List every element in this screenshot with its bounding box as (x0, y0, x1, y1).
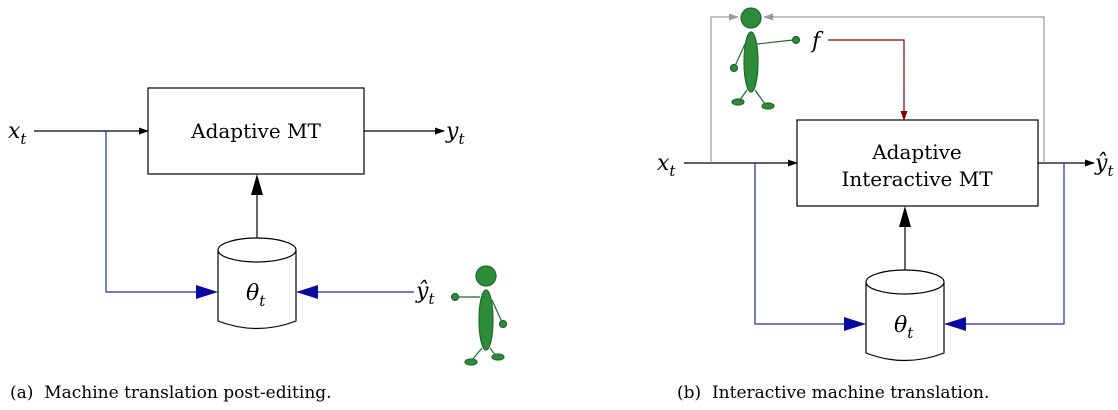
human-figure-a-icon (450, 265, 508, 366)
adaptive-mt-label: Adaptive MT (190, 119, 321, 143)
gray-feedback-loop-left (710, 13, 739, 163)
model-cylinder-b: θt (865, 269, 945, 362)
model-cylinder: θt (217, 237, 297, 330)
human-figure-b-icon (729, 7, 801, 110)
input-to-model-arrowhead-b (844, 317, 866, 331)
postedit-to-model-arrowhead (296, 285, 318, 299)
input-to-model-line (105, 131, 214, 293)
adaptive-mt-box (147, 87, 365, 175)
gray-feedback-loop-right (763, 13, 1045, 163)
input-to-model-line-b (754, 163, 862, 325)
output-y-label: yt (445, 119, 465, 148)
box-label-line2: Interactive MT (841, 167, 993, 191)
input-to-model-arrowhead (196, 285, 218, 299)
model-to-box-arrowhead-b (899, 206, 911, 227)
feedback-f-label: f (810, 29, 824, 54)
model-theta-label: θt (246, 281, 266, 310)
caption-b: (b) Interactive machine translation. (677, 383, 989, 403)
model-to-box-arrowhead (251, 174, 263, 195)
postedit-yhat-label: ŷt (415, 279, 435, 308)
model-theta-label-b: θt (894, 313, 914, 342)
output-to-model-arrowhead-b (944, 317, 966, 331)
input-x-label: xt (8, 119, 27, 148)
panel-a: Adaptive MT xt yt θt ŷt (8, 87, 508, 403)
panel-b: Adaptive Interactive MT xt ŷt f θt (657, 7, 1114, 403)
box-label-line1: Adaptive (871, 140, 962, 164)
output-yhat-label-b: ŷt (1094, 151, 1114, 180)
output-to-model-line-b (948, 163, 1065, 325)
caption-a: (a) Machine translation post-editing. (10, 383, 332, 403)
input-x-label-b: xt (657, 151, 676, 180)
feedback-arrow (828, 39, 908, 121)
